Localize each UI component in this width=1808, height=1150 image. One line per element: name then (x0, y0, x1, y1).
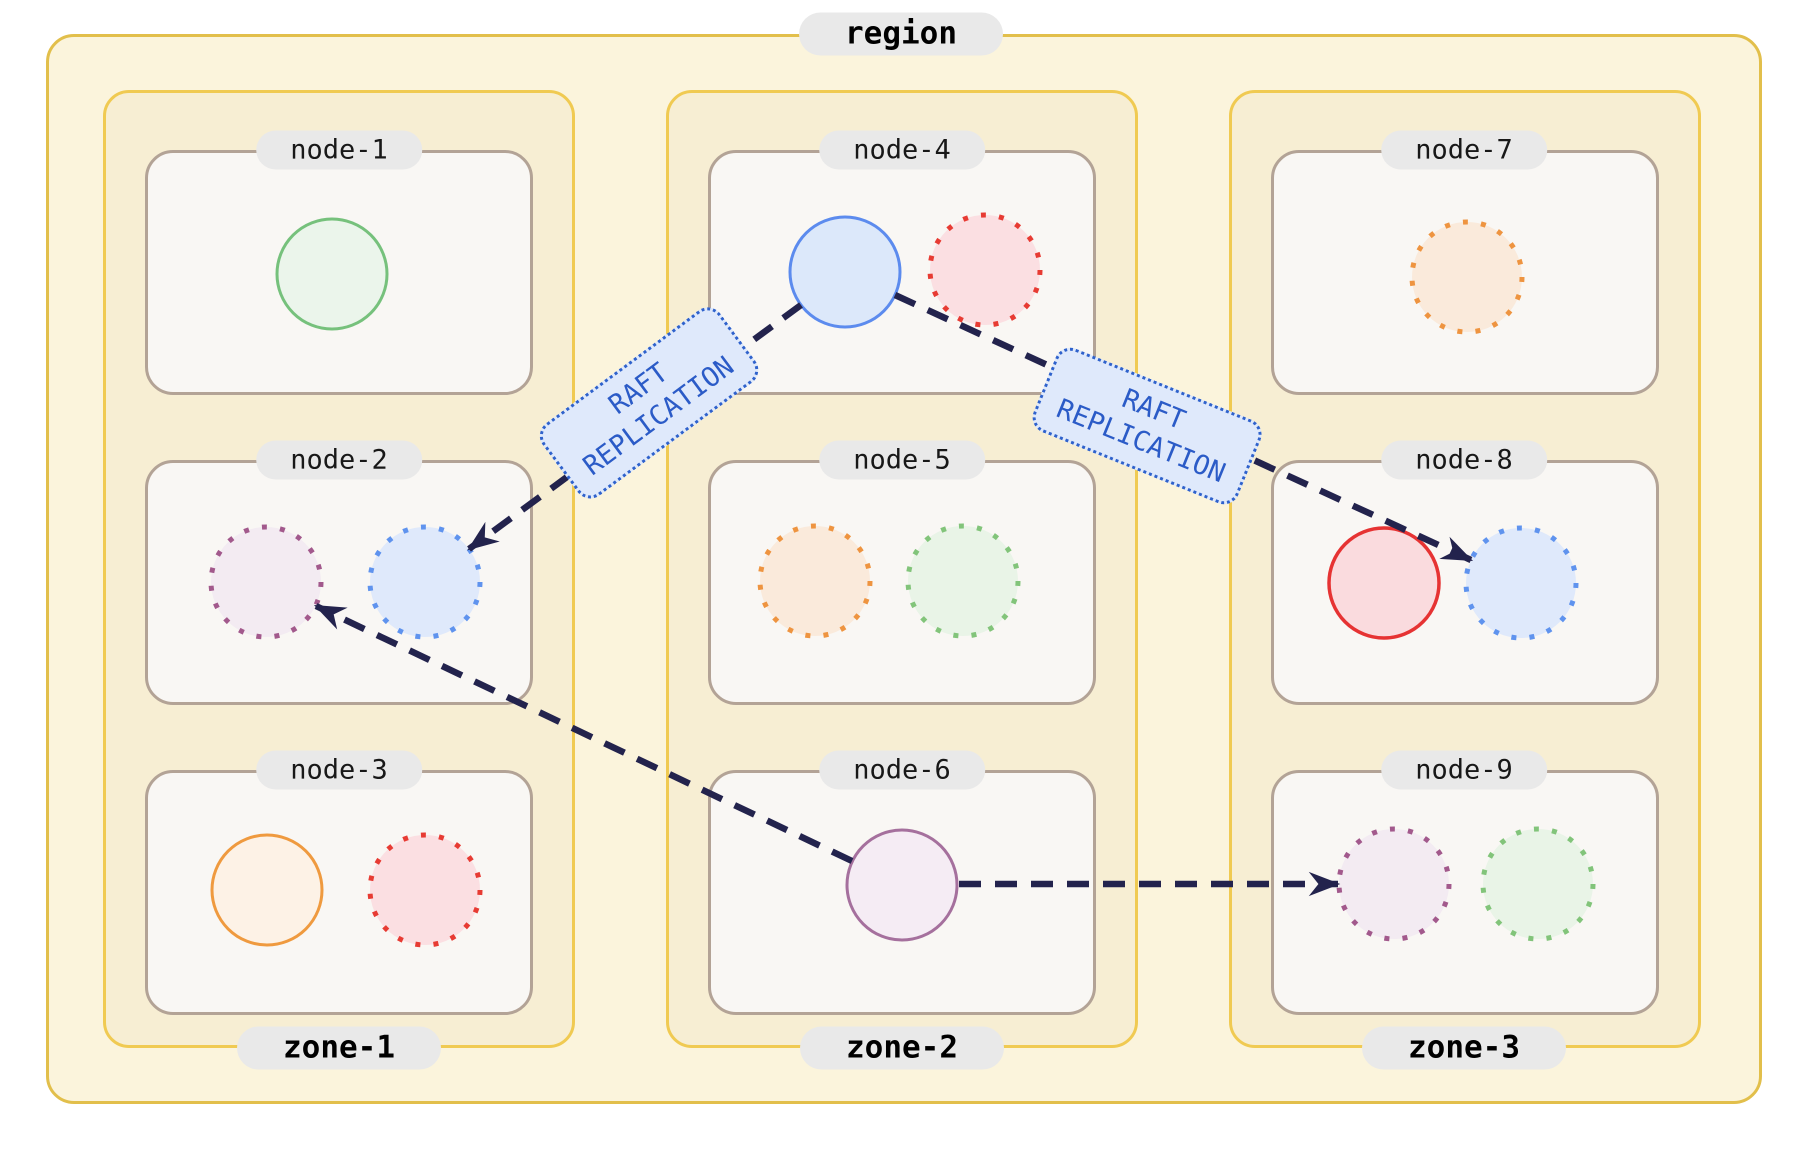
zone-3-label: zone-3 (1362, 1026, 1566, 1070)
edge-node4-to-node2 (467, 302, 803, 552)
replica-node8-blue-dotted (1463, 525, 1579, 641)
replica-node1-green-solid (275, 217, 389, 331)
replica-node4-red-dotted (927, 212, 1043, 328)
node-3-label: node-3 (256, 750, 422, 790)
replica-node4-blue-solid (788, 215, 902, 329)
zone-2-label: zone-2 (800, 1026, 1004, 1070)
replica-node9-purple-dotted (1336, 826, 1452, 942)
replica-node3-orange-solid (210, 833, 324, 947)
zone-1-label: zone-1 (237, 1026, 441, 1070)
region-label: region (799, 12, 1003, 56)
replica-node3-red-dotted (367, 832, 483, 948)
node-4-label: node-4 (819, 130, 985, 170)
replica-node5-orange-dotted (757, 523, 873, 639)
node-9-label: node-9 (1381, 750, 1547, 790)
replica-node9-green-dotted (1480, 826, 1596, 942)
replica-node8-red-solid (1327, 526, 1441, 640)
replica-node5-green-dotted (905, 523, 1021, 639)
replica-node2-blue-dotted (367, 524, 483, 640)
node-8-label: node-8 (1381, 440, 1547, 480)
replica-node6-purple-solid (845, 828, 959, 942)
replica-node7-orange-dotted (1409, 219, 1525, 335)
node-1-label: node-1 (256, 130, 422, 170)
node-7-label: node-7 (1381, 130, 1547, 170)
edge-node6-to-node2 (313, 603, 854, 864)
node-6-label: node-6 (819, 750, 985, 790)
node-2-label: node-2 (256, 440, 422, 480)
replica-node2-purple-dotted (208, 524, 324, 640)
node-5-label: node-5 (819, 440, 985, 480)
